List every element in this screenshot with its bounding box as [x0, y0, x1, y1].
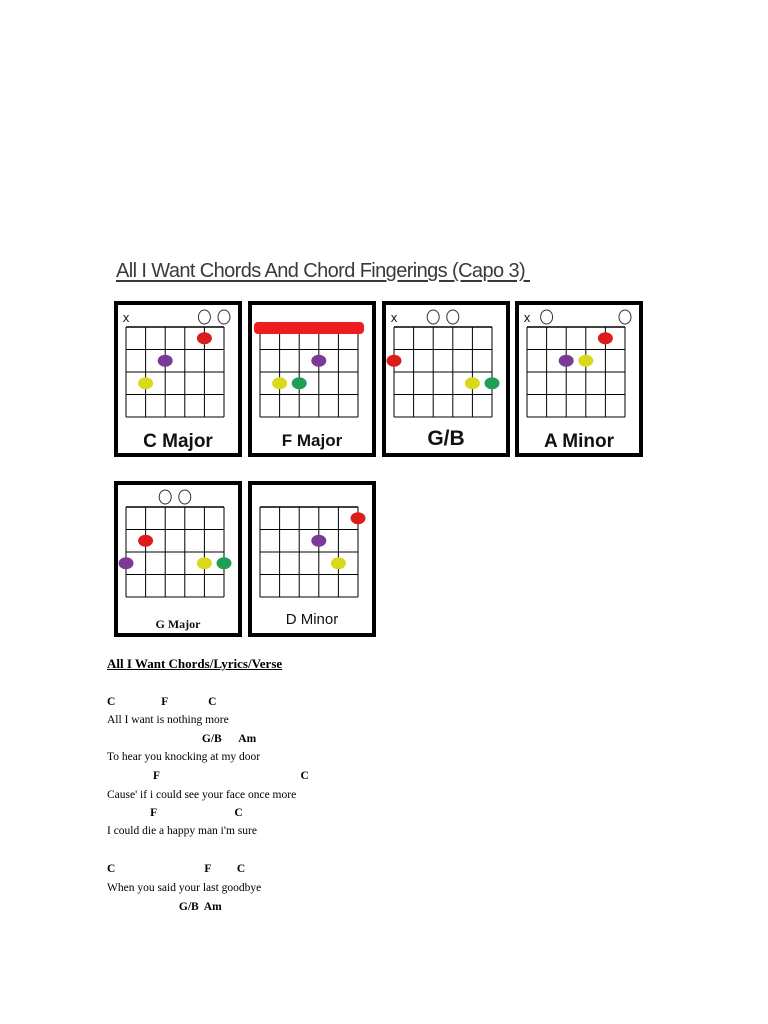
chord-line: G/B Am — [107, 901, 222, 913]
chord-diagram — [254, 322, 364, 418]
open-string-marker — [446, 309, 460, 325]
chord-line: C F C — [107, 863, 246, 875]
chord-line: F C — [107, 770, 309, 782]
chord-diagram — [118, 489, 232, 598]
chord-card-g-major: G Major — [114, 481, 242, 637]
lyric-line: I could die a happy man i'm sure — [107, 825, 257, 837]
chord-card-c-major: x C Major — [114, 301, 242, 457]
open-string-marker — [158, 489, 172, 505]
finger-dot — [484, 377, 500, 390]
page-title: All I Want Chords And Chord Fingerings (… — [116, 260, 530, 282]
chord-card-f-major: F Major — [248, 301, 376, 457]
chord-diagram: x — [523, 309, 632, 418]
chord-name: A Minor — [543, 431, 614, 452]
finger-dot — [291, 377, 307, 390]
chord-name: G/B — [427, 427, 465, 450]
finger-dot — [311, 534, 327, 547]
lyric-line: To hear you knocking at my door — [107, 751, 261, 763]
chord-line: G/B Am — [107, 733, 257, 745]
finger-dot — [350, 512, 366, 525]
chord-diagram — [259, 506, 366, 598]
finger-dot — [578, 354, 594, 367]
chord-line: F C — [107, 807, 243, 819]
muted-string-marker: x — [523, 311, 530, 325]
finger-dot — [272, 377, 288, 390]
chord-diagram: x — [122, 309, 231, 418]
chord-diagram: x — [386, 309, 500, 418]
chord-name: F Major — [281, 431, 343, 450]
barre-bar — [254, 322, 364, 334]
open-string-marker — [426, 309, 440, 325]
chord-card-d-minor: D Minor — [248, 481, 376, 637]
finger-dot — [464, 377, 480, 390]
finger-dot — [386, 354, 402, 367]
chord-card-g-b: x G/B — [382, 301, 510, 457]
open-string-marker — [197, 309, 211, 325]
finger-dot — [138, 534, 154, 547]
lyric-line: When you said your last goodbye — [107, 882, 262, 894]
chord-card-a-minor: x A Minor — [515, 301, 643, 457]
finger-dot — [597, 332, 613, 345]
finger-dot — [311, 354, 327, 367]
finger-dot — [157, 354, 173, 367]
finger-dot — [216, 557, 232, 570]
finger-dot — [118, 557, 134, 570]
muted-string-marker: x — [390, 311, 397, 325]
chord-name: C Major — [143, 431, 213, 452]
lyrics-heading: All I Want Chords/Lyrics/Verse — [107, 656, 283, 671]
open-string-marker — [618, 309, 632, 325]
finger-dot — [330, 557, 346, 570]
open-string-marker — [540, 309, 554, 325]
open-string-marker — [217, 309, 231, 325]
chord-name: D Minor — [285, 611, 339, 628]
lyric-line: All I want is nothing more — [107, 714, 229, 726]
open-string-marker — [178, 489, 192, 505]
muted-string-marker: x — [122, 311, 129, 325]
finger-dot — [196, 557, 212, 570]
finger-dot — [558, 354, 574, 367]
chord-name: G Major — [155, 617, 201, 631]
chord-line: C F C — [107, 696, 217, 708]
lyric-line: Cause' if i could see your face once mor… — [107, 789, 297, 801]
finger-dot — [138, 377, 154, 390]
finger-dot — [196, 332, 212, 345]
